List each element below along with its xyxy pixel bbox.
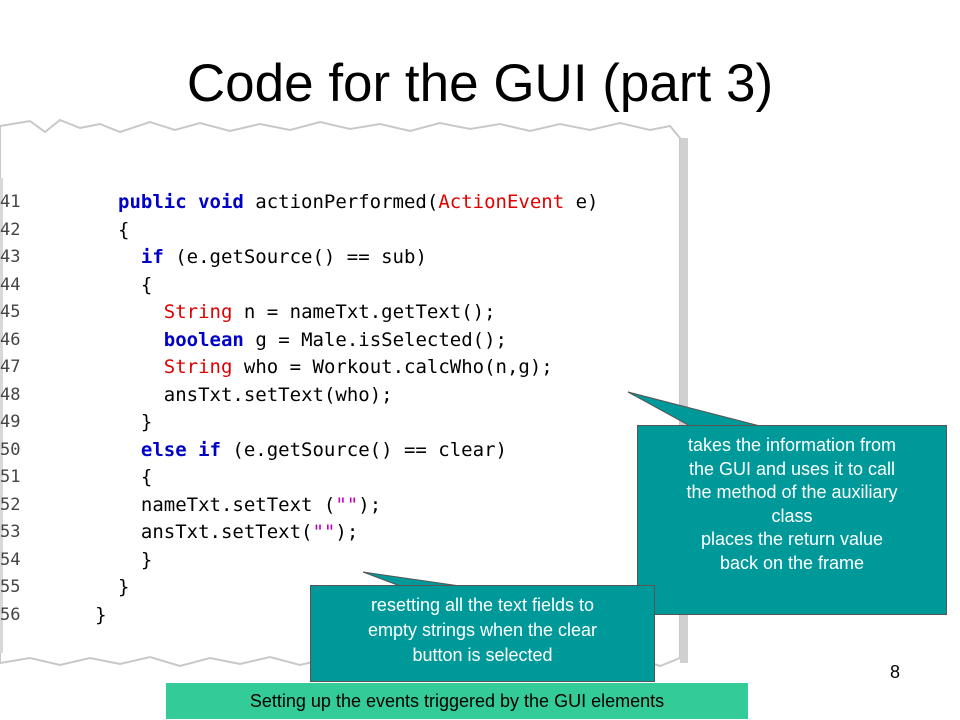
footer-caption: Setting up the events triggered by the G… bbox=[166, 683, 748, 719]
line-number: 51 bbox=[0, 467, 21, 487]
callout-line: places the return value bbox=[700, 529, 884, 549]
code-line: 45 String n = nameTxt.getText(); bbox=[0, 299, 692, 326]
line-number: 52 bbox=[0, 494, 21, 515]
code-line: 56} bbox=[0, 602, 692, 629]
code-token: "" bbox=[335, 493, 359, 516]
code-text: boolean g = Male.isSelected(); bbox=[164, 327, 507, 354]
code-line: 53 ansTxt.setText(""); bbox=[0, 519, 692, 546]
code-token: boolean bbox=[163, 328, 244, 351]
code-text: } bbox=[95, 602, 106, 629]
code-token: ); bbox=[358, 493, 382, 516]
line-number: 49 bbox=[0, 412, 21, 432]
code-token: (e.getSource() == clear) bbox=[220, 438, 507, 461]
code-screenshot: 41 public void actionPerformed(ActionEven… bbox=[0, 118, 692, 678]
code-token: else if bbox=[140, 438, 221, 461]
code-text: public void actionPerformed(ActionEvent … bbox=[118, 189, 598, 216]
code-text: } bbox=[141, 547, 152, 574]
code-token: } bbox=[118, 576, 130, 598]
code-token: ansTxt.setText( bbox=[140, 521, 313, 543]
callout-line: empty strings when the clear bbox=[367, 620, 598, 640]
code-text: if (e.getSource() == sub) bbox=[141, 244, 427, 271]
code-token: ActionEvent bbox=[438, 191, 565, 213]
code-token: public void bbox=[118, 191, 256, 213]
code-line: 51 { bbox=[0, 464, 692, 491]
code-token: n = nameTxt.getText(); bbox=[232, 301, 496, 323]
line-number: 50 bbox=[0, 439, 21, 460]
code-line: 46 boolean g = Male.isSelected(); bbox=[0, 327, 692, 354]
code-line: 43 if (e.getSource() == sub) bbox=[0, 244, 692, 271]
code-line: 52 nameTxt.setText (""); bbox=[0, 492, 692, 519]
code-line: 50 else if (e.getSource() == clear) bbox=[0, 437, 692, 464]
code-token: (e.getSource() == sub) bbox=[163, 246, 427, 268]
callout-line: resetting all the text fields to bbox=[370, 595, 595, 615]
code-text: } bbox=[141, 409, 152, 436]
line-number: 55 bbox=[0, 577, 21, 597]
code-text: ansTxt.setText(who); bbox=[164, 382, 393, 409]
code-token: if bbox=[140, 246, 164, 268]
code-text: { bbox=[141, 272, 152, 299]
code-token: g = Male.isSelected(); bbox=[243, 328, 507, 351]
line-number: 53 bbox=[0, 522, 21, 542]
callout-line: button is selected bbox=[412, 645, 553, 665]
code-text: ansTxt.setText(""); bbox=[141, 519, 358, 546]
line-number: 44 bbox=[0, 274, 21, 295]
code-token: String bbox=[163, 356, 233, 378]
callout-line: class bbox=[771, 505, 813, 526]
line-number: 47 bbox=[0, 357, 21, 377]
code-text: String n = nameTxt.getText(); bbox=[164, 299, 496, 326]
slide-number: 8 bbox=[889, 662, 900, 682]
code-line: 42 { bbox=[0, 217, 692, 244]
code-token: e) bbox=[564, 191, 599, 213]
line-number: 41 bbox=[0, 192, 21, 212]
code-text: { bbox=[141, 464, 152, 491]
code-text: { bbox=[118, 217, 129, 244]
code-text: else if (e.getSource() == clear) bbox=[141, 437, 507, 464]
code-text: } bbox=[118, 574, 129, 601]
torn-paper-frame bbox=[0, 118, 688, 668]
code-text: String who = Workout.calcWho(n,g); bbox=[164, 354, 553, 381]
callout-clear-explanation: resetting all the text fields to empty st… bbox=[310, 585, 655, 682]
code-token: ansTxt.setText(who); bbox=[163, 383, 393, 406]
callout-line: takes the information from bbox=[687, 435, 897, 455]
line-number: 42 bbox=[0, 219, 21, 240]
code-token: actionPerformed( bbox=[255, 191, 439, 213]
code-line: 47 String who = Workout.calcWho(n,g); bbox=[0, 354, 692, 381]
code-token: { bbox=[140, 273, 153, 296]
code-line: 54} bbox=[0, 547, 692, 574]
code-token: } bbox=[140, 411, 153, 433]
code-line: 48 ansTxt.setText(who); bbox=[0, 382, 692, 409]
callout-line: back on the frame bbox=[719, 552, 865, 573]
line-number: 48 bbox=[0, 384, 21, 405]
callout-line: the GUI and uses it to call bbox=[688, 458, 896, 479]
slide-title: Code for the GUI (part 3) bbox=[186, 54, 774, 113]
code-token: who = Workout.calcWho(n,g); bbox=[232, 356, 553, 378]
callout-method-explanation: takes the information from the GUI and us… bbox=[637, 425, 947, 615]
code-token: ); bbox=[335, 521, 359, 543]
code-text: nameTxt.setText (""); bbox=[141, 492, 381, 519]
code-token: { bbox=[118, 218, 130, 241]
line-number: 54 bbox=[0, 549, 21, 570]
code-token: String bbox=[163, 301, 233, 323]
code-line: 55} bbox=[0, 574, 692, 601]
code-token: nameTxt.setText ( bbox=[140, 493, 336, 516]
code-token: } bbox=[95, 603, 107, 626]
callout-line: the method of the auxiliary bbox=[686, 482, 898, 502]
code-line: 41 public void actionPerformed(ActionEven… bbox=[0, 189, 692, 216]
code-token: "" bbox=[312, 521, 336, 543]
code-line: 44 { bbox=[0, 272, 692, 299]
code-token: } bbox=[140, 548, 153, 571]
code-line: 49} bbox=[0, 409, 692, 436]
code-token: { bbox=[140, 466, 153, 488]
line-number: 46 bbox=[0, 329, 21, 350]
line-number: 45 bbox=[0, 302, 21, 322]
line-number: 43 bbox=[0, 247, 21, 267]
line-number: 56 bbox=[0, 604, 21, 625]
